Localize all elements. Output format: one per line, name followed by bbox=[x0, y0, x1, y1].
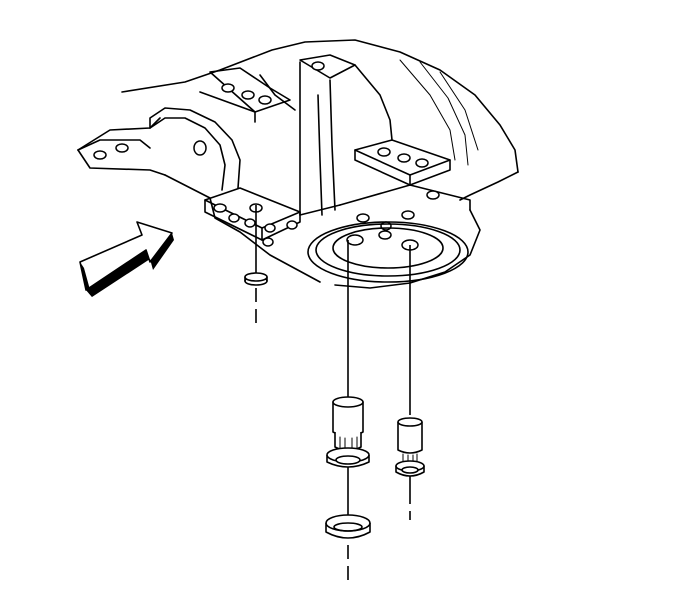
housing-bolt-holes bbox=[93, 61, 440, 247]
small-bushing bbox=[395, 417, 425, 477]
housing bbox=[77, 39, 519, 289]
small-washer bbox=[244, 272, 268, 286]
direction-arrow-icon bbox=[79, 221, 174, 297]
large-washer bbox=[325, 514, 371, 539]
pin-bore-boss bbox=[307, 221, 469, 283]
large-bushing bbox=[326, 396, 370, 468]
